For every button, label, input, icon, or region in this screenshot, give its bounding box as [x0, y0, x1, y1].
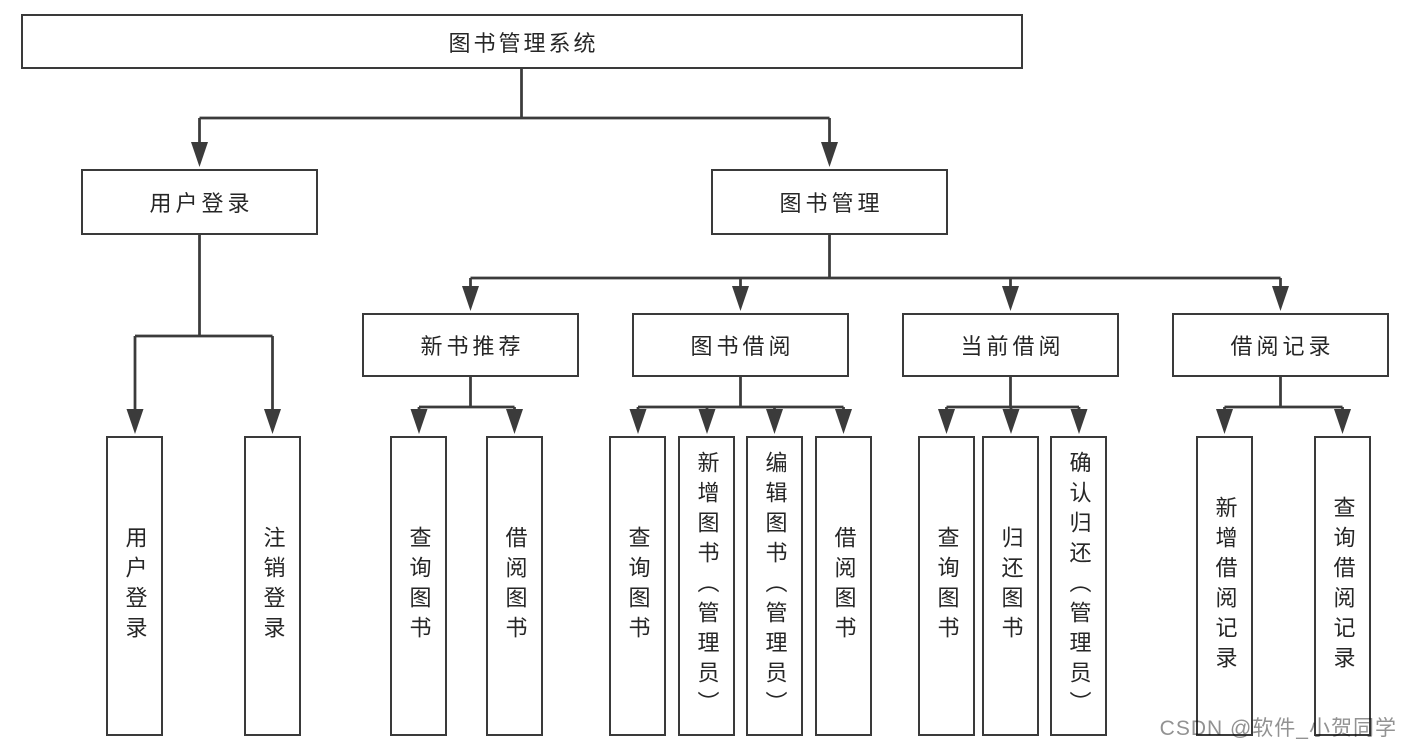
arrowhead	[732, 286, 749, 311]
node-book-management: 图书管理	[711, 169, 948, 235]
leaf-add-borrow-record: 新增借阅记录	[1196, 436, 1253, 736]
leaf-add-book-admin: 新增图书（管理员）	[678, 436, 735, 736]
node-user-login: 用户登录	[81, 169, 318, 235]
leaf-query-book-recommend: 查询图书	[390, 436, 447, 736]
arrowhead	[1334, 409, 1351, 434]
arrowhead	[835, 409, 852, 434]
leaf-user-login: 用户登录	[106, 436, 163, 736]
node-label: 图书借阅	[690, 334, 795, 359]
arrowhead	[191, 142, 208, 167]
node-label: 当前借阅	[960, 334, 1065, 359]
leaf-label: 确认归还（管理员）	[1066, 451, 1092, 721]
leaf-edit-book-admin: 编辑图书（管理员）	[746, 436, 803, 736]
arrowhead	[766, 409, 783, 434]
leaf-label: 借阅图书	[831, 526, 857, 646]
leaf-label: 查询图书	[406, 526, 432, 646]
arrowhead	[1272, 286, 1289, 311]
arrowhead	[126, 409, 144, 434]
leaf-label: 编辑图书（管理员）	[762, 451, 788, 721]
node-label: 借阅记录	[1230, 334, 1335, 359]
leaf-label: 注销登录	[260, 526, 286, 646]
arrowhead	[1070, 409, 1088, 434]
node-book-borrowing: 图书借阅	[632, 313, 849, 377]
connector-borrowing-records	[1223, 377, 1344, 414]
connector-user-login	[133, 235, 274, 414]
connector-book-borrowing	[636, 377, 845, 414]
node-new-book-recommendation: 新书推荐	[362, 313, 579, 377]
node-label: 用户登录	[149, 191, 254, 216]
leaf-label: 借阅图书	[502, 526, 528, 646]
arrowhead	[462, 286, 479, 311]
arrowhead	[1002, 409, 1020, 434]
node-root: 图书管理系统	[21, 14, 1023, 69]
arrowhead	[264, 409, 281, 434]
leaf-borrow-book-borrowing: 借阅图书	[815, 436, 872, 736]
connector-book-management	[469, 235, 1282, 291]
leaf-borrow-book-recommend: 借阅图书	[486, 436, 543, 736]
arrowhead	[506, 409, 523, 434]
leaf-confirm-return-admin: 确认归还（管理员）	[1050, 436, 1107, 736]
leaf-label: 查询图书	[934, 526, 960, 646]
node-label: 新书推荐	[420, 334, 525, 359]
connector-new-book	[417, 377, 516, 414]
leaf-label: 新增图书（管理员）	[694, 451, 720, 721]
connector-root	[198, 69, 831, 147]
leaf-logout: 注销登录	[244, 436, 301, 736]
arrowhead	[938, 409, 955, 434]
leaf-label: 查询借阅记录	[1330, 496, 1356, 676]
arrowhead	[1216, 409, 1233, 434]
node-label: 图书管理	[779, 191, 884, 216]
leaf-return-book: 归还图书	[982, 436, 1039, 736]
leaf-query-borrow-record: 查询借阅记录	[1314, 436, 1371, 736]
leaf-label: 新增借阅记录	[1212, 496, 1238, 676]
leaf-query-book-borrowing: 查询图书	[609, 436, 666, 736]
arrowhead	[629, 409, 647, 434]
leaf-label: 查询图书	[625, 526, 651, 646]
connector-current-borrowing	[945, 377, 1081, 414]
node-label: 图书管理系统	[448, 30, 599, 56]
arrowhead	[1002, 286, 1019, 311]
arrowhead	[410, 409, 428, 434]
leaf-query-book-current: 查询图书	[918, 436, 975, 736]
leaf-label: 用户登录	[122, 526, 148, 646]
arrowhead	[821, 142, 838, 167]
leaf-label: 归还图书	[998, 526, 1024, 646]
arrowhead	[698, 409, 716, 434]
node-current-borrowing: 当前借阅	[902, 313, 1119, 377]
node-borrowing-records: 借阅记录	[1172, 313, 1389, 377]
watermark: CSDN @软件_小贺同学	[1159, 717, 1397, 740]
